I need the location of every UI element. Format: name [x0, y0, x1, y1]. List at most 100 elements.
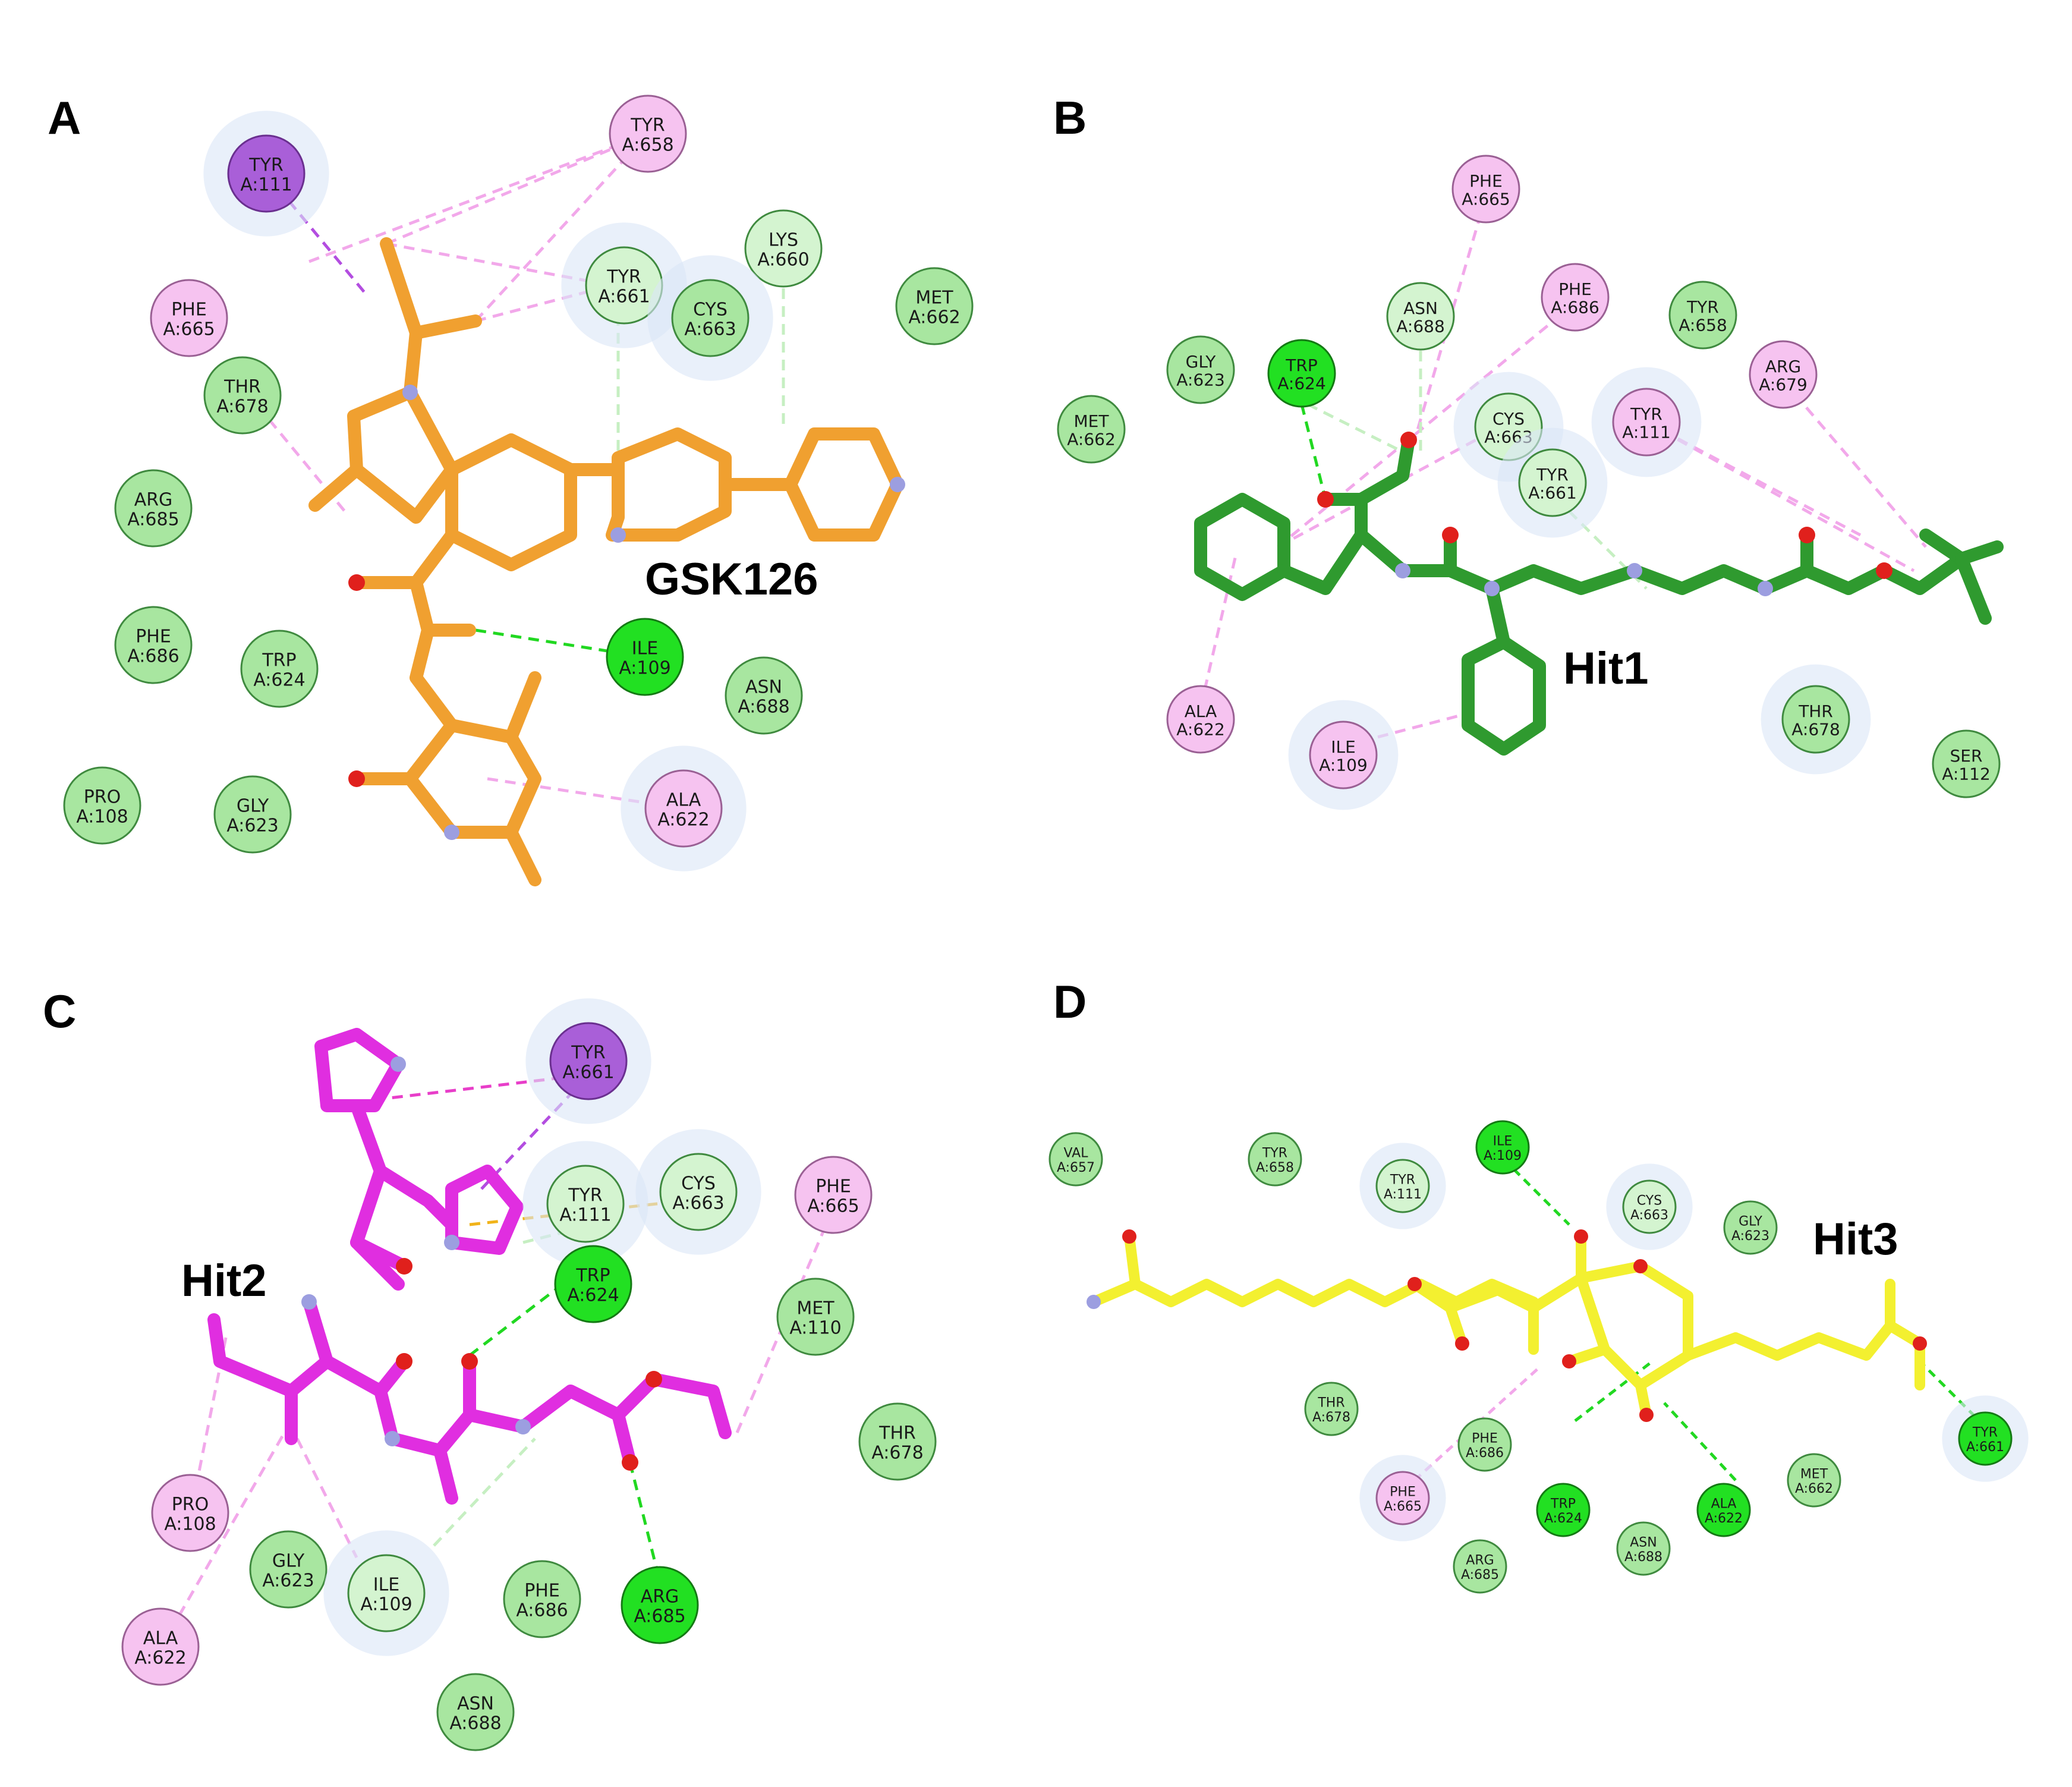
ligand-label-hit3: Hit3 [1813, 1214, 1898, 1264]
residue-disc-pro-108 [151, 1474, 229, 1552]
n-phenyl-bond [1485, 582, 1510, 649]
residue-name-met-662: MET [915, 288, 953, 309]
residue-name-tyr-111: TYR [1390, 1173, 1415, 1188]
residue-id-lys-660: A:660 [757, 250, 809, 270]
residue-id-phe-665: A:665 [1384, 1499, 1422, 1514]
residue-name-trp-624: TRP [1285, 355, 1317, 375]
pi-interaction-line [1782, 379, 1927, 548]
residue-disc-ile-109 [606, 618, 684, 696]
residue-id-trp-624: A:624 [567, 1285, 619, 1306]
residue-disc-met-110 [776, 1278, 855, 1356]
residue-name-tyr-661: TYR [571, 1043, 606, 1064]
residue-disc-phe-686 [1457, 1417, 1512, 1472]
residue-name-trp-624: TRP [1550, 1497, 1576, 1512]
residue-id-gly-623: A:623 [1731, 1229, 1769, 1244]
residue-id-phe-686: A:686 [516, 1600, 568, 1621]
acid-bond [1355, 433, 1415, 506]
panel-letter-b: B [1053, 92, 1087, 144]
pi-interaction-line [386, 132, 648, 246]
residue-name-cys-663: CYS [693, 300, 728, 320]
residue-id-met-110: A:110 [789, 1318, 841, 1339]
residue-name-phe-686: PHE [136, 627, 171, 647]
residue-name-gly-623: GLY [272, 1551, 305, 1572]
residue-disc-met-662 [895, 267, 974, 345]
residue-disc-ile-109 [1309, 721, 1378, 789]
residue-id-val-657: A:657 [1057, 1160, 1095, 1175]
residue-name-tyr-661: TYR [1536, 465, 1569, 484]
residue-name-phe-665: PHE [815, 1176, 851, 1197]
residue-disc-met-662 [1787, 1453, 1841, 1508]
nitrogen-atom [1395, 563, 1410, 578]
panel-letter-c: C [43, 985, 76, 1037]
amide-bond [410, 528, 476, 637]
residue-id-ala-622: A:622 [657, 810, 709, 830]
residues-c: TYRA:661TYRA:111CYSA:663PHEA:665TRPA:624… [121, 998, 937, 1751]
oxygen-atom [1799, 527, 1815, 543]
residue-id-gly-623: A:623 [226, 816, 278, 836]
residue-name-ala-622: ALA [1711, 1497, 1737, 1512]
hbond-line [1663, 1402, 1737, 1481]
carbon-hbond-line [1306, 402, 1404, 454]
residue-disc-ile-109 [1475, 1120, 1530, 1175]
pyrazole-ring [314, 1028, 405, 1112]
residue-disc-trp-624 [554, 1245, 632, 1323]
residue-id-arg-679: A:679 [1759, 375, 1808, 395]
chain-bond [410, 624, 458, 732]
hbond-line [1574, 1360, 1654, 1422]
residue-disc-asn-688 [725, 656, 803, 735]
residue-id-trp-624: A:624 [1277, 374, 1326, 394]
residue-name-thr-678: THR [1317, 1396, 1344, 1411]
nitrogen-atom [1627, 563, 1642, 578]
residue-disc-tyr-661 [1958, 1411, 2013, 1466]
residue-id-phe-686: A:686 [127, 646, 179, 667]
chain-bond [1277, 493, 1368, 595]
residue-disc-gly-623 [1723, 1200, 1778, 1255]
residue-name-phe-686: PHE [1558, 279, 1592, 299]
residues-a: TYRA:111TYRA:658LYSA:660TYRA:661CYSA:663… [63, 95, 974, 872]
ligand-label-hit1: Hit1 [1563, 643, 1649, 694]
residue-id-tyr-658: A:658 [622, 135, 673, 156]
oxygen-atom [1442, 527, 1459, 543]
residue-id-tyr-661: A:661 [1528, 483, 1577, 503]
pi-interaction-line [1199, 552, 1238, 708]
pi-interaction-line [1277, 302, 1576, 548]
piperazine-ring [784, 427, 904, 542]
residue-disc-tyr-111 [1375, 1159, 1430, 1213]
hbond-line [1300, 404, 1327, 500]
residue-name-ile-109: ILE [632, 638, 659, 659]
residue-id-pro-108: A:108 [76, 807, 128, 828]
residue-id-cys-663: A:663 [684, 319, 736, 340]
residue-name-tyr-661: TYR [606, 267, 641, 288]
residue-id-tyr-111: A:111 [1384, 1187, 1422, 1202]
residue-disc-val-657 [1048, 1132, 1103, 1187]
phenyl-ring [1462, 635, 1546, 756]
pi-interaction-line [177, 1420, 293, 1618]
residue-id-thr-678: A:678 [216, 397, 268, 417]
nitrogen-atom [444, 825, 459, 840]
pyranone-ring [1576, 1261, 1693, 1390]
nitrogen-atom [1758, 581, 1773, 596]
ligand-hit2 [207, 1028, 732, 1505]
residue-disc-arg-685 [621, 1566, 699, 1644]
oxygen-atom [1639, 1408, 1654, 1422]
polyene-bond [1683, 1279, 1895, 1361]
residue-name-trp-624: TRP [262, 650, 296, 671]
residue-name-tyr-658: TYR [630, 115, 665, 136]
residue-disc-phe-665 [794, 1156, 873, 1234]
residue-disc-gly-623 [213, 775, 292, 854]
residue-id-met-662: A:662 [908, 307, 960, 328]
oxygen-atom [348, 574, 365, 591]
residue-name-met-662: MET [1074, 411, 1110, 431]
residue-name-pro-108: PRO [84, 787, 121, 808]
residue-id-tyr-111: A:111 [559, 1205, 611, 1226]
residue-name-ile-109: ILE [1331, 737, 1356, 757]
residue-id-ile-109: A:109 [1319, 756, 1368, 775]
residue-disc-tyr-111 [227, 134, 306, 213]
carbon-hbond-line [433, 1437, 536, 1547]
residue-name-gly-623: GLY [237, 796, 269, 817]
heteroatoms-a [348, 385, 905, 840]
nitrogen-atom [391, 1056, 406, 1072]
residue-id-ile-109: A:109 [1484, 1149, 1522, 1163]
